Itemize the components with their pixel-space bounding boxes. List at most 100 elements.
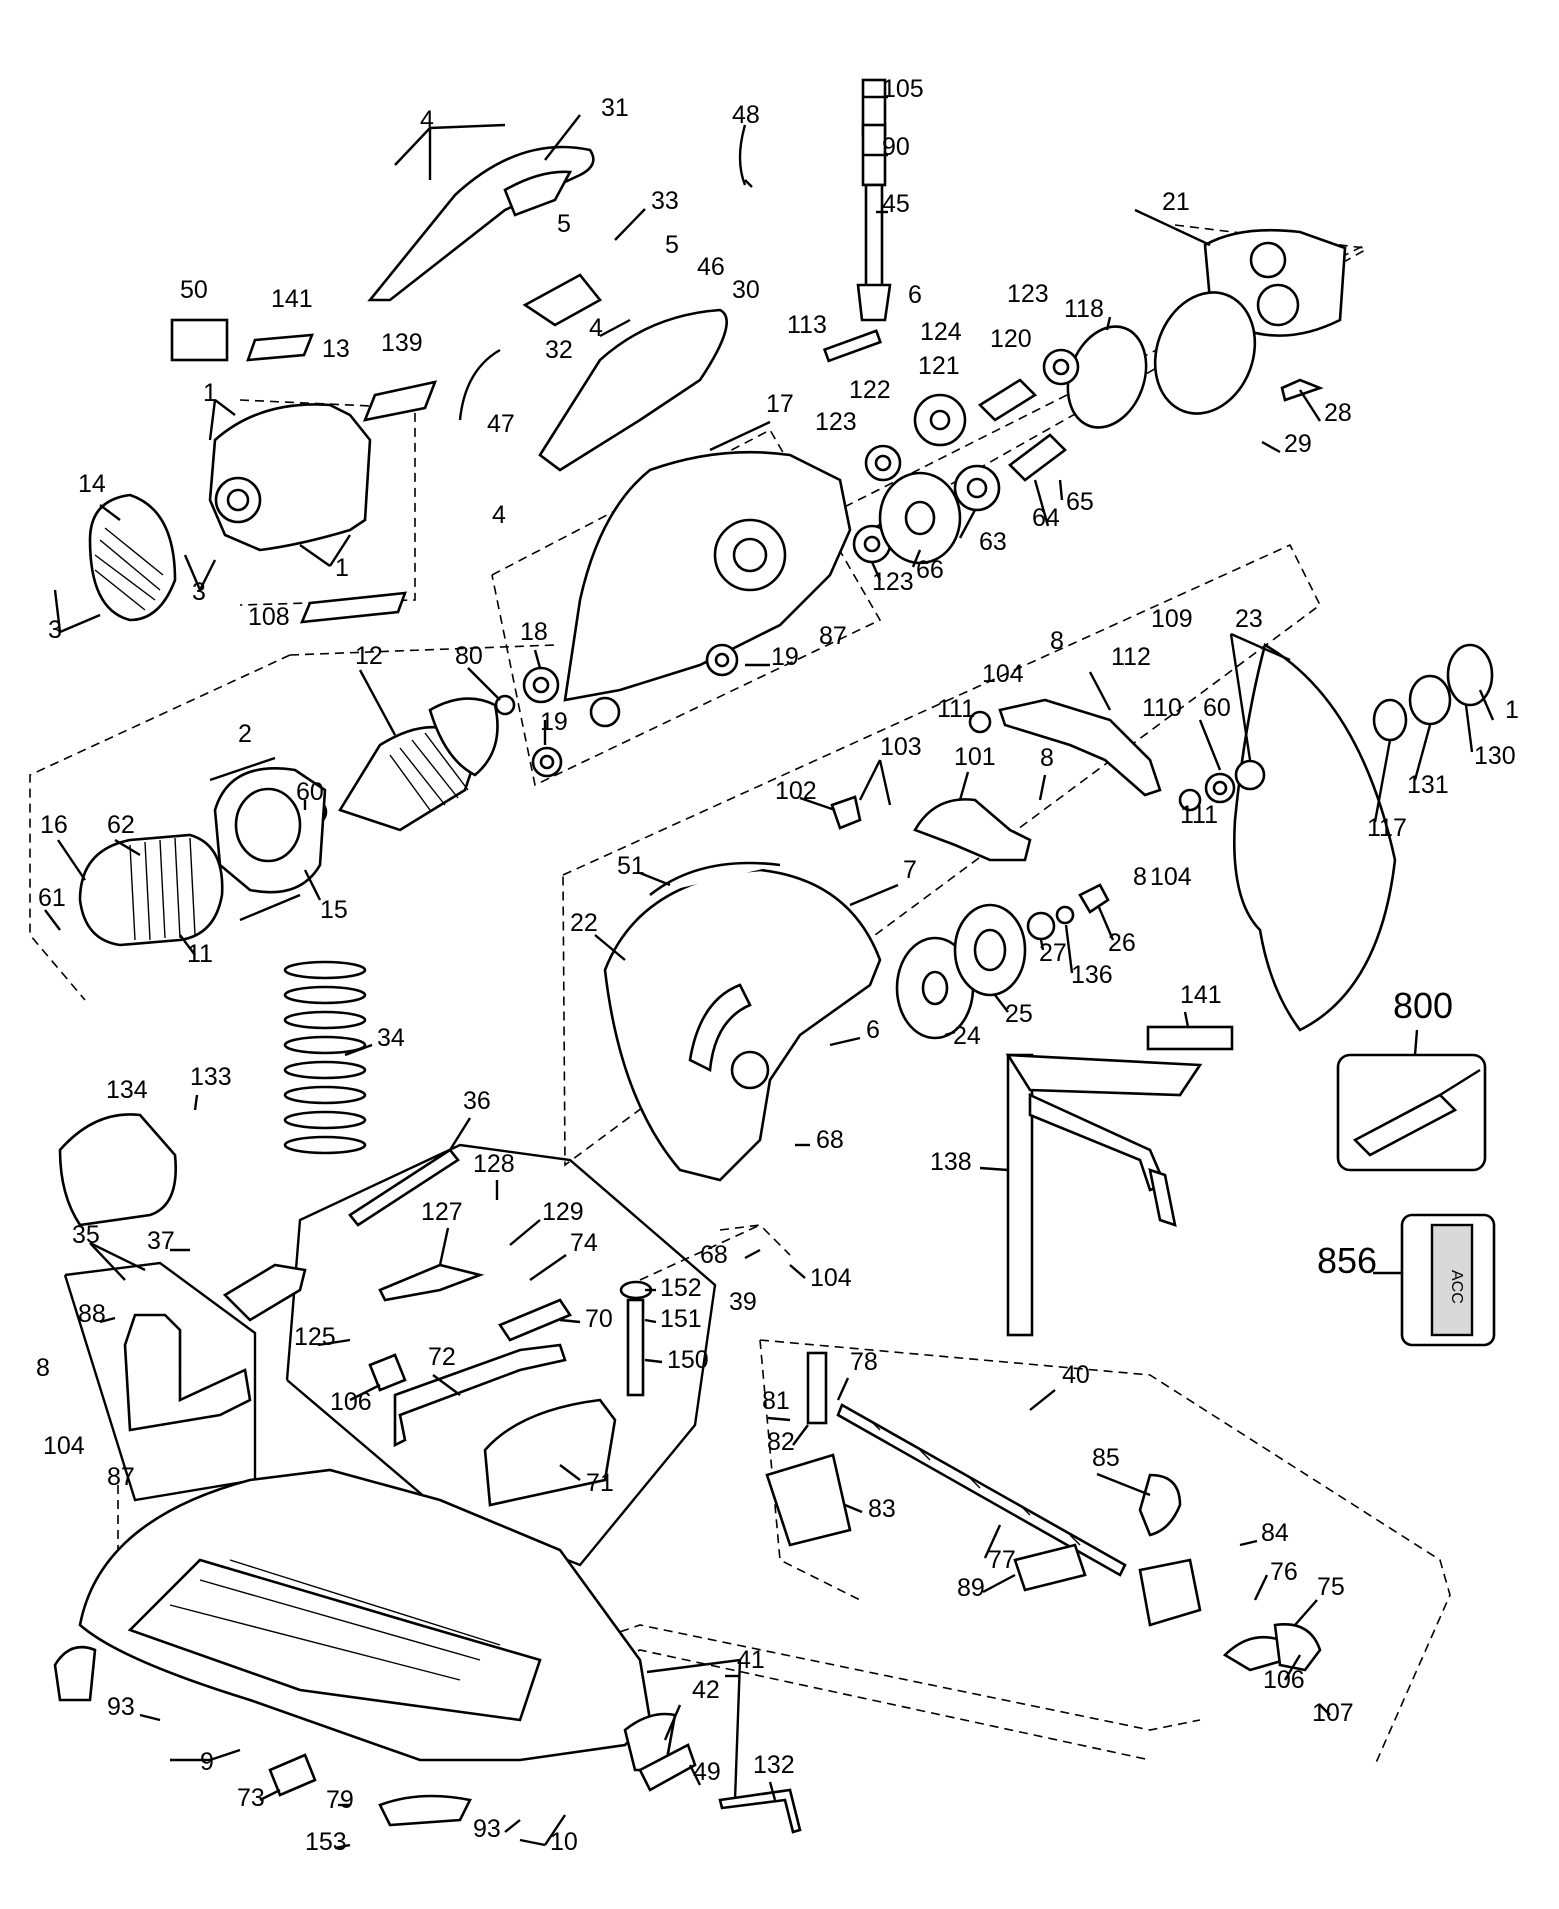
callout-117: 117 (1367, 814, 1407, 842)
callout-66: 66 (916, 556, 944, 584)
callout-124: 124 (920, 318, 962, 346)
washer-27 (1026, 911, 1056, 941)
pin-113 (822, 329, 883, 363)
callout-129: 129 (542, 1198, 584, 1226)
callout-63: 63 (979, 528, 1007, 556)
callout-65: 65 (1066, 488, 1094, 516)
handle-30 (538, 308, 728, 472)
bolt-26 (1078, 883, 1110, 914)
block-73 (268, 1753, 317, 1797)
callout-120: 120 (990, 325, 1032, 353)
callout-77: 77 (988, 1546, 1016, 1574)
callout-104: 104 (982, 660, 1024, 688)
callout-34: 34 (377, 1024, 405, 1052)
belt-ring (1153, 291, 1257, 415)
callout-1: 1 (1505, 696, 1519, 724)
plate-70 (498, 1298, 572, 1342)
callout-28: 28 (1324, 399, 1352, 427)
callout-106: 106 (330, 1388, 372, 1416)
callout-26: 26 (1108, 929, 1136, 957)
callout-4: 4 (420, 106, 434, 134)
callout-30: 30 (732, 276, 760, 304)
flange-130 (1446, 643, 1494, 707)
callout-93: 93 (107, 1693, 135, 1721)
base-plate (78, 1468, 652, 1762)
link-112 (998, 698, 1162, 797)
armature-12 (338, 694, 516, 832)
callout-101: 101 (954, 743, 996, 771)
callout-25: 25 (1005, 1000, 1033, 1028)
callout-74: 74 (570, 1229, 598, 1257)
callout-45: 45 (882, 190, 910, 218)
callout-19: 19 (771, 643, 799, 671)
bracket-102 (830, 795, 862, 830)
rod-ground (239, 893, 301, 922)
callout-8: 8 (36, 1354, 50, 1382)
callout-109: 109 (1151, 605, 1193, 633)
pin-150 (626, 1298, 645, 1397)
vise-assembly-40 (765, 1351, 1322, 1672)
callout-8: 8 (1133, 863, 1147, 891)
callout-18: 18 (520, 618, 548, 646)
gear-case-17 (563, 450, 852, 728)
motor-housing-13 (208, 403, 372, 552)
callout-6: 6 (866, 1016, 880, 1044)
callout-64: 64 (1032, 504, 1060, 532)
callout-104: 104 (43, 1432, 85, 1460)
callout-35: 35 (72, 1221, 100, 1249)
lever-127 (378, 1263, 485, 1302)
wire-48 (738, 124, 747, 186)
pin-49 (638, 1743, 697, 1792)
rod-2 (209, 756, 276, 782)
callout-32: 32 (545, 336, 573, 364)
callout-136: 136 (1071, 961, 1113, 989)
washer-117 (1372, 698, 1408, 742)
callout-36: 36 (463, 1087, 491, 1115)
plate-71 (483, 1398, 617, 1507)
callout-800: 800 (1393, 985, 1453, 1026)
field-11 (78, 833, 224, 947)
callout-150: 150 (667, 1346, 709, 1374)
callout-2: 2 (238, 720, 252, 748)
callout-85: 85 (1092, 1444, 1120, 1472)
callout-15: 15 (320, 896, 348, 924)
callout-123: 123 (815, 408, 857, 436)
foot-front (378, 1794, 472, 1827)
callout-90: 90 (882, 133, 910, 161)
callout-49: 49 (693, 1758, 721, 1786)
callout-62: 62 (107, 811, 135, 839)
callout-61: 61 (38, 884, 66, 912)
callout-42: 42 (692, 1676, 720, 1704)
callout-80: 80 (455, 642, 483, 670)
callout-122: 122 (849, 376, 891, 404)
callout-118: 118 (1064, 295, 1104, 323)
callout-41: 41 (737, 1646, 765, 1674)
callout-153: 153 (305, 1828, 347, 1856)
callout-127: 127 (421, 1198, 463, 1226)
clip-131 (1408, 674, 1452, 726)
callout-33: 33 (651, 187, 679, 215)
callout-50: 50 (180, 276, 208, 304)
guard-bracket-101 (913, 798, 1032, 862)
callout-87: 87 (819, 622, 847, 650)
callout-103: 103 (880, 733, 922, 761)
callout-102: 102 (775, 777, 817, 805)
callout-133: 133 (190, 1063, 232, 1091)
rod-36 (348, 1148, 460, 1227)
callout-83: 83 (868, 1495, 896, 1523)
callout-123: 123 (1007, 280, 1049, 308)
pivot-bracket-35 (123, 1313, 252, 1432)
callout-87: 87 (107, 1463, 135, 1491)
callout-104: 104 (1150, 863, 1192, 891)
cover-134 (58, 1113, 177, 1227)
end-cap-14 (88, 493, 177, 622)
callout-6: 6 (908, 281, 922, 309)
wire-47 (458, 348, 501, 421)
callout-60: 60 (1203, 694, 1231, 722)
callout-68: 68 (816, 1126, 844, 1154)
callout-5: 5 (557, 210, 571, 238)
callout-23: 23 (1235, 605, 1263, 633)
callout-1: 1 (335, 554, 349, 582)
